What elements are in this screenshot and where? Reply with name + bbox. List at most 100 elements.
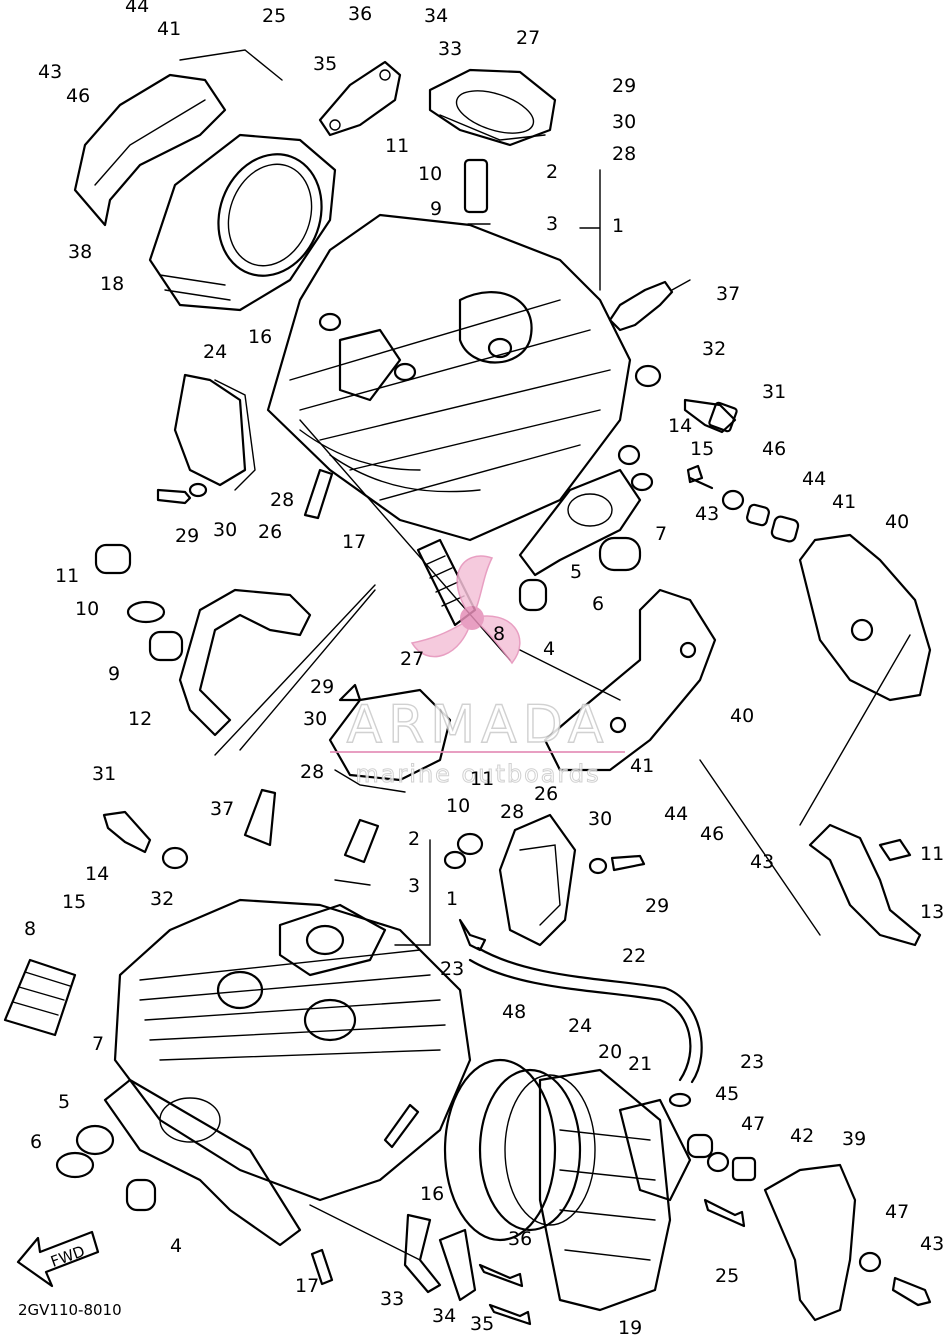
callout-42: 42 <box>790 1125 814 1147</box>
callout-37: 37 <box>210 798 234 820</box>
callout-43: 43 <box>920 1233 944 1255</box>
valve-guide-2-mid <box>334 818 380 886</box>
callout-3: 3 <box>408 875 420 897</box>
callout-12: 12 <box>128 708 152 730</box>
diagram-reference: 2GV110-8010 <box>18 1301 122 1319</box>
callout-15: 15 <box>690 438 714 460</box>
gasket-7-top <box>518 468 642 577</box>
callout-3: 3 <box>546 213 558 235</box>
side-cover-18 <box>148 133 337 312</box>
callout-17: 17 <box>342 531 366 553</box>
callout-44: 44 <box>664 803 688 825</box>
cover-38 <box>73 73 227 227</box>
stud-17-top <box>303 468 334 520</box>
rear-cylinder-head <box>266 213 632 542</box>
callout-4: 4 <box>170 1235 182 1257</box>
callout-17: 17 <box>295 1275 319 1297</box>
callout-18: 18 <box>100 273 124 295</box>
callout-34: 34 <box>432 1305 456 1327</box>
callout-43: 43 <box>750 851 774 873</box>
callout-28: 28 <box>270 489 294 511</box>
callout-41: 41 <box>630 755 654 777</box>
callout-9: 9 <box>430 198 442 220</box>
callout-19: 19 <box>618 1317 642 1336</box>
callout-36: 36 <box>348 3 372 25</box>
front-cylinder-head <box>113 898 472 1202</box>
callout-47: 47 <box>741 1113 765 1135</box>
callout-30: 30 <box>588 808 612 830</box>
side-cover-19 <box>443 1058 692 1312</box>
bolt-31-top <box>683 398 738 434</box>
callout-30: 30 <box>612 111 636 133</box>
fwd-arrow: FWD <box>16 1230 100 1288</box>
callout-28: 28 <box>300 761 324 783</box>
bolt-31-mid <box>102 788 277 870</box>
callout-26: 26 <box>258 521 282 543</box>
callout-35: 35 <box>313 53 337 75</box>
cam-cover-27-mid <box>328 683 452 793</box>
callout-28: 28 <box>612 143 636 165</box>
callout-44: 44 <box>802 468 826 490</box>
callout-2: 2 <box>546 161 558 183</box>
valve-guide-2-top <box>463 158 491 225</box>
watermark-tagline: marine outboards <box>355 760 600 788</box>
callout-33: 33 <box>380 1288 404 1310</box>
callout-30: 30 <box>213 519 237 541</box>
callout-31: 31 <box>92 763 116 785</box>
callout-14: 14 <box>668 415 692 437</box>
callout-46: 46 <box>762 438 786 460</box>
watermark-brand: ARMADA <box>347 695 610 755</box>
callout-23: 23 <box>440 958 464 980</box>
callout-39: 39 <box>842 1128 866 1150</box>
bracket-13 <box>808 823 922 947</box>
hose-22 <box>468 946 703 1084</box>
callout-41: 41 <box>832 491 856 513</box>
hardware-left-mid <box>94 543 312 737</box>
callout-31: 31 <box>762 381 786 403</box>
callout-40: 40 <box>730 705 754 727</box>
callout-46: 46 <box>66 85 90 107</box>
callout-11: 11 <box>920 843 944 865</box>
callout-16: 16 <box>248 326 272 348</box>
callout-5: 5 <box>570 561 582 583</box>
hardware-lower <box>310 918 746 1326</box>
callout-8: 8 <box>493 623 505 645</box>
hardware-right-top <box>617 364 800 543</box>
callout-25: 25 <box>262 5 286 27</box>
callout-9: 9 <box>108 663 120 685</box>
callout-26: 26 <box>534 783 558 805</box>
callout-32: 32 <box>150 888 174 910</box>
callout-11: 11 <box>470 768 494 790</box>
callout-29: 29 <box>175 525 199 547</box>
cover-40-right <box>798 533 932 702</box>
callout-5: 5 <box>58 1091 70 1113</box>
callout-37: 37 <box>716 283 740 305</box>
callout-45: 45 <box>715 1083 739 1105</box>
watermark: ARMADA marine outboards <box>330 555 625 789</box>
dowels-5-6-top <box>518 536 642 612</box>
callout-28: 28 <box>500 801 524 823</box>
callout-10: 10 <box>418 163 442 185</box>
callout-1: 1 <box>612 215 624 237</box>
callout-32: 32 <box>702 338 726 360</box>
callout-36: 36 <box>508 1228 532 1250</box>
spark-plug-37-top <box>608 279 691 332</box>
callout-8: 8 <box>24 918 36 940</box>
callout-7: 7 <box>655 523 667 545</box>
gasket-7-lower <box>103 1078 302 1247</box>
callout-14: 14 <box>85 863 109 885</box>
callout-20: 20 <box>598 1041 622 1063</box>
callout-34: 34 <box>424 5 448 27</box>
callout-11: 11 <box>385 135 409 157</box>
hardware-lower-right <box>668 1092 932 1322</box>
oil-pipe-8-lower <box>3 958 77 1037</box>
callout-24: 24 <box>203 341 227 363</box>
plate-33-34 <box>318 60 402 137</box>
callout-29: 29 <box>612 75 636 97</box>
callout-48: 48 <box>502 1001 526 1023</box>
bolt-29-left <box>156 482 208 505</box>
callout-21: 21 <box>628 1053 652 1075</box>
